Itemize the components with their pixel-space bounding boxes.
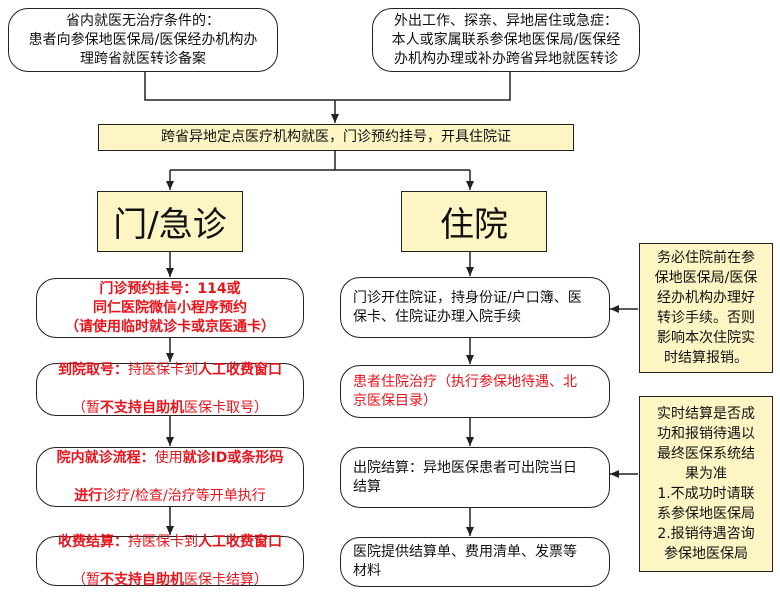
center-bar-text: 跨省异地定点医疗机构就医，门诊预约挂号，开具住院证 <box>161 129 511 145</box>
outpatient-step-4-b: 人工收费窗口 <box>198 533 282 550</box>
note-settlement-info-text: 实时结算是否成 功和报销待遇以 最终医保系统结 果为准 1.不成功时请联 系参保… <box>657 406 755 562</box>
inpatient-step-4: 医院提供结算单、费用清单、发票等 材料 <box>340 537 610 587</box>
outpatient-title: 门/急诊 <box>113 205 227 245</box>
inpatient-step-1: 门诊开住院证，持身份证/户口簿、医 保卡、住院证办理入院手续 <box>340 277 610 338</box>
note-transfer-reminder-text: 务必住院前在参 保地医保局/医保 经办机构办理好 转诊手续。否则 影响本次住院实… <box>654 250 758 366</box>
outpatient-step-3-label: 院内就诊流程： <box>56 449 155 466</box>
outpatient-step-4-d: 不支持自助机 <box>100 571 184 588</box>
top-right-box: 外出工作、探亲、异地居住或急症： 本人或家属联系参保地医保局/医保经 办机构办理… <box>372 8 640 72</box>
outpatient-step-3-b: 就诊ID或条形码 <box>182 449 284 466</box>
outpatient-step-4-label: 收费结算： <box>58 533 128 550</box>
outpatient-step-4: 收费结算：持医保卡到人工收费窗口 （暂不支持自助机医保卡结算） <box>36 533 304 588</box>
outpatient-step-2-a: 持医保卡到 <box>128 362 198 378</box>
inpatient-heading: 住院 <box>401 191 547 252</box>
outpatient-step-1: 门诊预约挂号：114或 同仁医院微信小程序预约 （请使用临时就诊卡或京医通卡） <box>36 278 304 338</box>
outpatient-step-2-label: 到院取号： <box>58 362 128 378</box>
top-right-text: 外出工作、探亲、异地居住或急症： 本人或家属联系参保地医保局/医保经 办机构办理… <box>391 12 621 67</box>
top-left-box: 省内就医无治疗条件的： 患者向参保地医保局/医保经办机构办 理跨省就医转诊备案 <box>8 8 278 72</box>
outpatient-heading: 门/急诊 <box>97 191 243 252</box>
outpatient-step-2-b: 人工收费窗口 <box>198 362 282 378</box>
outpatient-step-4-e: 医保卡结算） <box>184 571 268 588</box>
outpatient-step-2-c: （暂 <box>72 400 100 416</box>
outpatient-step-4-a: 持医保卡到 <box>128 533 198 550</box>
center-bar: 跨省异地定点医疗机构就医，门诊预约挂号，开具住院证 <box>98 124 574 151</box>
outpatient-step-3-a: 使用 <box>154 449 183 466</box>
outpatient-step-3-d: 诊疗/检查/治疗等开单执行 <box>102 487 266 504</box>
inpatient-title: 住院 <box>440 205 508 245</box>
outpatient-step-3: 院内就诊流程：使用就诊ID或条形码 进行诊疗/检查/治疗等开单执行 <box>36 447 304 507</box>
inpatient-step-4-text: 医院提供结算单、费用清单、发票等 材料 <box>353 544 577 579</box>
inpatient-step-2: 患者住院治疗（执行参保地待遇、北 京医保目录） <box>340 365 610 418</box>
outpatient-step-2: 到院取号：持医保卡到人工收费窗口 （暂不支持自助机医保卡取号） <box>36 362 304 416</box>
outpatient-step-1-text: 门诊预约挂号：114或 同仁医院微信小程序预约 （请使用临时就诊卡或京医通卡） <box>65 280 275 335</box>
note-transfer-reminder: 务必住院前在参 保地医保局/医保 经办机构办理好 转诊手续。否则 影响本次住院实… <box>639 243 773 373</box>
outpatient-step-2-e: 医保卡取号） <box>184 400 268 416</box>
outpatient-step-4-c: （暂 <box>72 571 100 588</box>
inpatient-step-3: 出院结算：异地医保患者可出院当日 结算 <box>340 447 610 508</box>
inpatient-step-2-text: 患者住院治疗（执行参保地待遇、北 京医保目录） <box>353 373 577 409</box>
outpatient-step-3-c: 进行 <box>74 487 103 504</box>
connector-lines <box>144 72 638 536</box>
top-left-text: 省内就医无治疗条件的： 患者向参保地医保局/医保经办机构办 理跨省就医转诊备案 <box>28 12 258 67</box>
note-settlement-info: 实时结算是否成 功和报销待遇以 最终医保系统结 果为准 1.不成功时请联 系参保… <box>639 396 773 572</box>
outpatient-step-2-d: 不支持自助机 <box>100 400 184 416</box>
inpatient-step-1-text: 门诊开住院证，持身份证/户口簿、医 保卡、住院证办理入院手续 <box>353 289 582 325</box>
inpatient-step-3-text: 出院结算：异地医保患者可出院当日 结算 <box>353 459 577 495</box>
